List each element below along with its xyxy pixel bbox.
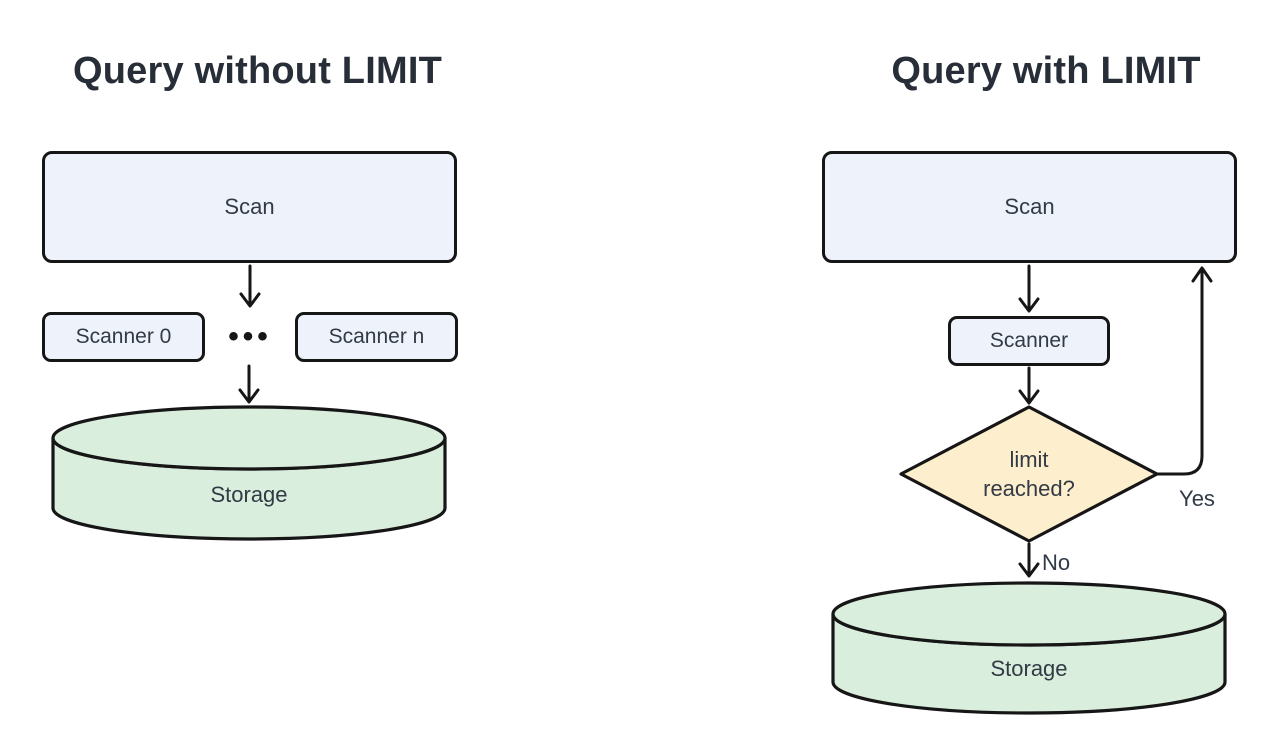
left-scan-node: Scan: [42, 151, 457, 263]
left-diagram-title: Query without LIMIT: [73, 50, 442, 92]
right-scanner-to-decision-arrow: [1018, 366, 1040, 405]
right-scanner-node: Scanner: [948, 316, 1110, 366]
yes-label: Yes: [1179, 486, 1215, 511]
right-yes-return-arrow: [1156, 266, 1213, 476]
right-diagram-title: Query with LIMIT: [891, 50, 1201, 92]
decision-label-line2: reached?: [983, 476, 1075, 501]
scanner0-node: Scanner 0: [42, 312, 205, 362]
right-scan-to-scanner-arrow: [1018, 264, 1040, 313]
decision-diamond: [899, 405, 1159, 543]
ellipsis-dots: •••: [228, 320, 272, 353]
scanner-n-node: Scanner n: [295, 312, 458, 362]
left-storage-cylinder: [51, 405, 447, 541]
no-label: No: [1042, 550, 1071, 575]
left-scanners-to-storage-arrow: [238, 364, 260, 404]
right-scanner-label: Scanner: [989, 329, 1069, 352]
scanner-n-label: Scanner n: [328, 325, 425, 348]
right-scan-label: Scan: [1004, 194, 1055, 219]
right-storage-label: Storage: [990, 656, 1068, 681]
left-scan-label: Scan: [224, 194, 275, 219]
right-no-arrow: [1018, 542, 1040, 578]
scanner0-label: Scanner 0: [75, 325, 172, 348]
left-scan-to-scanners-arrow: [239, 264, 261, 308]
left-storage-label: Storage: [210, 482, 288, 507]
decision-label-line1: limit: [1009, 447, 1049, 472]
right-scan-node: Scan: [822, 151, 1237, 263]
decision-label: limit reached?: [949, 445, 1109, 503]
right-storage-cylinder: [831, 581, 1227, 715]
